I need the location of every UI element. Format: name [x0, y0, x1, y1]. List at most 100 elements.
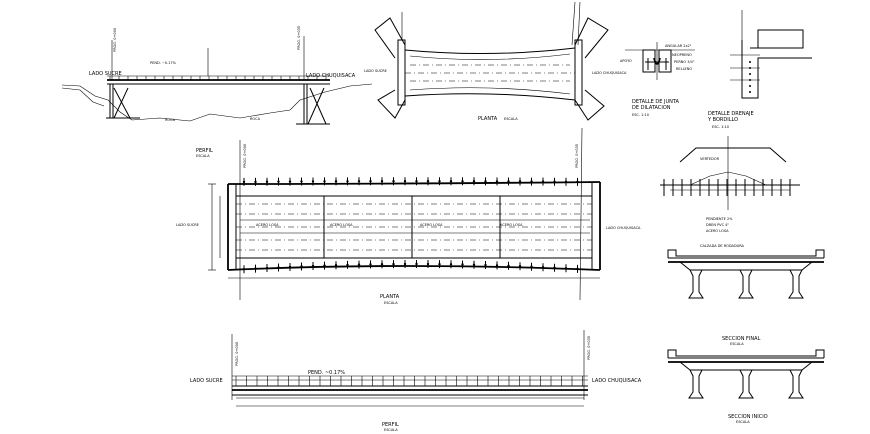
section-drainage-layout: VERTEDOR PENDIENTE 2% DREN PVC 4" ACERO … — [660, 136, 800, 233]
cross-section-lower: SECCION FINAL ESCALA SECCION INICIO ESCA… — [667, 336, 825, 424]
rebar-dot — [749, 85, 751, 87]
girder — [738, 269, 754, 299]
plan-tick-dot — [484, 263, 487, 267]
cross-section-upper: CALZADA DE RODADURA — [667, 244, 825, 299]
drainage-curb-detail: DETALLE DRENAJE Y BORDILLO ESC. 1:10 — [707, 10, 812, 129]
plan-tick-dot — [323, 180, 326, 183]
plan-tick-dot — [507, 180, 510, 183]
plan-tick-dot — [472, 263, 476, 266]
main-plan-label-sucre: LADO SUCRE — [176, 223, 199, 227]
main-elev-label-chuquisaca: LADO CHUQUISACA — [592, 378, 642, 384]
plan-tick-dot — [300, 180, 303, 183]
main-elevation-view: PROG. 0+000 PROG. 0+035 LADO SUCRE LADO … — [190, 330, 642, 432]
main-plan-perfil-label: PERFIL — [196, 148, 213, 154]
main-elev-title: PERFIL — [382, 422, 399, 428]
plan-tick-dot — [461, 263, 464, 266]
plan-tick-dot — [541, 180, 545, 183]
rebar-dot — [749, 67, 751, 69]
svg-text:PROG. 0+035: PROG. 0+035 — [587, 336, 591, 360]
main-elev-pendiente: PEND. ~0.17% — [308, 370, 345, 376]
small-plan-title: PLANTA — [478, 116, 498, 122]
plan-tick-dot — [254, 180, 257, 184]
plan-tick-dot — [288, 180, 292, 183]
section-final-title: SECCION FINAL — [722, 336, 761, 342]
svg-text:ANGULAR 2x2": ANGULAR 2x2" — [665, 44, 692, 48]
girder — [788, 269, 804, 299]
svg-text:ESCALA: ESCALA — [384, 301, 398, 305]
svg-text:ESCALA: ESCALA — [384, 428, 398, 432]
plan-tick-dot — [518, 265, 522, 268]
main-plan-title: PLANTA — [380, 294, 400, 300]
plan-tick-dot — [438, 262, 441, 266]
plan-tick-dot — [461, 180, 464, 183]
svg-text:ESCALA: ESCALA — [730, 342, 744, 346]
plan-tick-dot — [530, 180, 533, 183]
small-elevation-view: PROG. 0+000 PROG. 0+035 PEND. ~0.17% LAD… — [61, 26, 373, 125]
plan-tick-dot — [472, 180, 476, 183]
plan-tick-dot — [553, 266, 556, 269]
plan-tick-dot — [553, 180, 556, 183]
main-plan-view: PERFIL ESCALA PROG. 0+000 PROG. 0+035 — [176, 127, 641, 305]
svg-text:ACERO LOSA: ACERO LOSA — [256, 223, 279, 227]
plan-tick-dot — [426, 262, 430, 266]
svg-text:NEOPRENO: NEOPRENO — [672, 53, 692, 57]
detail-joint-title-1: DETALLE DE JUNTA — [632, 99, 680, 105]
svg-text:ROCA: ROCA — [165, 118, 176, 122]
plan-tick-dot — [507, 264, 510, 268]
detail-joint-title-2: DE DILATACION — [632, 105, 671, 111]
svg-text:APOYO: APOYO — [620, 59, 632, 63]
section-inicio-title: SECCION INICIO — [728, 414, 768, 420]
main-elev-label-sucre: LADO SUCRE — [190, 378, 223, 384]
rebar-dot — [749, 61, 751, 63]
svg-text:PERNO 3/4": PERNO 3/4" — [674, 60, 695, 64]
expansion-joint-detail: ANGULAR 2x2" NEOPRENO PERNO 3/4" APOYO R… — [620, 42, 695, 117]
svg-text:ESCALA: ESCALA — [196, 154, 210, 158]
plan-tick-dot — [334, 264, 338, 267]
svg-text:ESCALA: ESCALA — [736, 420, 750, 424]
svg-text:ESC. 1:10: ESC. 1:10 — [632, 113, 649, 117]
girder — [738, 369, 754, 399]
plan-tick-dot — [576, 180, 579, 184]
plan-tick-dot — [415, 262, 418, 266]
svg-text:PROG. 0+000: PROG. 0+000 — [235, 342, 239, 366]
plan-tick-dot — [277, 266, 280, 269]
svg-text:VERTEDOR: VERTEDOR — [700, 157, 720, 161]
svg-text:PROG. 0+000: PROG. 0+000 — [243, 144, 247, 168]
plan-tick-dot — [392, 262, 395, 266]
label-lado-sucre: LADO SUCRE — [89, 71, 122, 77]
svg-text:CALZADA DE RODADURA: CALZADA DE RODADURA — [700, 244, 745, 248]
plan-tick-dot — [323, 264, 326, 267]
plan-tick-dot — [357, 180, 361, 183]
plan-tick-dot — [403, 262, 407, 266]
detail-drain-title-2: Y BORDILLO — [707, 117, 738, 123]
svg-text:ACERO LOSA: ACERO LOSA — [420, 223, 443, 227]
svg-text:PENDIENTE 2%: PENDIENTE 2% — [706, 217, 733, 221]
plan-tick-dot — [380, 263, 384, 266]
plan-tick-dot — [518, 180, 522, 183]
rebar-dot — [749, 91, 751, 93]
plan-tick-dot — [265, 180, 269, 183]
plan-tick-dot — [449, 180, 453, 183]
svg-text:ACERO LOSA: ACERO LOSA — [500, 223, 523, 227]
svg-text:DREN PVC 4": DREN PVC 4" — [706, 223, 729, 227]
svg-text:PROG. 0+035: PROG. 0+035 — [297, 26, 301, 50]
plan-tick-dot — [254, 267, 257, 270]
girder — [788, 369, 804, 399]
plan-tick-dot — [426, 180, 430, 183]
svg-text:RELLENO: RELLENO — [676, 67, 692, 71]
svg-text:ESCALA: ESCALA — [504, 117, 518, 121]
plan-tick-dot — [357, 263, 361, 266]
plan-tick-dot — [392, 180, 395, 183]
plan-tick-dot — [277, 180, 280, 183]
rebar-dot — [749, 79, 751, 81]
plan-tick-dot — [564, 267, 568, 270]
girder — [688, 269, 704, 299]
svg-text:ROCA: ROCA — [250, 117, 261, 121]
plan-tick-dot — [541, 266, 545, 269]
plan-tick-dot — [415, 180, 418, 183]
label-lado-chuquisaca: LADO CHUQUISACA — [306, 73, 356, 79]
plan-tick-dot — [576, 267, 579, 271]
plan-tick-dot — [438, 180, 441, 183]
plan-tick-dot — [369, 263, 372, 266]
